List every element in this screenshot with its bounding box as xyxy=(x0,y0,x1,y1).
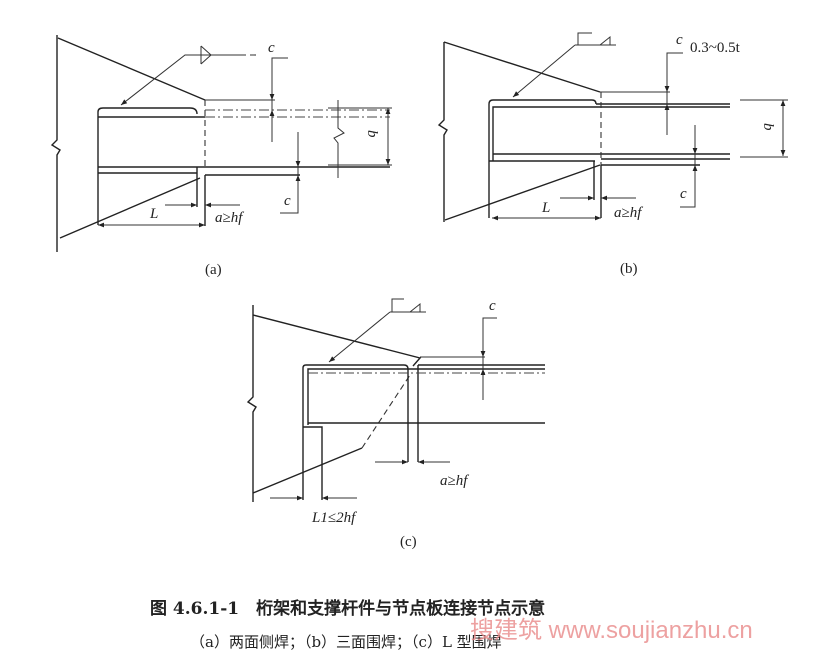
dim-c-top: c xyxy=(268,40,275,56)
thickness-note: 0.3~0.5t xyxy=(690,40,741,56)
fillet-weld-symbol xyxy=(120,45,260,106)
dim-c-top: c xyxy=(676,32,683,48)
watermark: 搜建筑 www.soujianzhu.cn xyxy=(470,617,753,644)
dim-c-bottom: c xyxy=(284,193,291,209)
dim-L: L xyxy=(541,200,550,216)
panel-c-L-shape-weld: c a≥hf L1≤2hf (c) xyxy=(246,298,545,550)
dim-c-top: c xyxy=(489,298,496,314)
figure-subtitle: （a）两面侧焊；（b）三面围焊；（c）L 型围焊 xyxy=(190,633,502,651)
dim-L1: L1≤2hf xyxy=(311,510,357,526)
panel-c-label: (c) xyxy=(400,534,417,550)
weld-symbol-three-side xyxy=(512,32,616,98)
panel-b-label: (b) xyxy=(620,261,638,277)
dim-c-bottom: c xyxy=(680,186,687,202)
panel-b-three-side-weld: c 0.3~0.5t c b L a≥hf (b) xyxy=(437,32,788,277)
panel-a-label: (a) xyxy=(205,262,222,278)
weld-symbol-L-shape xyxy=(328,298,426,363)
dim-L: L xyxy=(149,206,158,222)
figure-title: 图 4.6.1-1 桁架和支撑杆件与节点板连接节点示意 xyxy=(150,598,545,619)
dim-a: a≥hf xyxy=(614,205,643,221)
dim-a: a≥hf xyxy=(215,210,244,226)
panel-a-two-side-weld: c c b L a≥hf (a) xyxy=(50,35,392,278)
dim-b: b xyxy=(364,130,380,138)
dim-a: a≥hf xyxy=(440,473,469,489)
dim-b: b xyxy=(760,123,776,131)
